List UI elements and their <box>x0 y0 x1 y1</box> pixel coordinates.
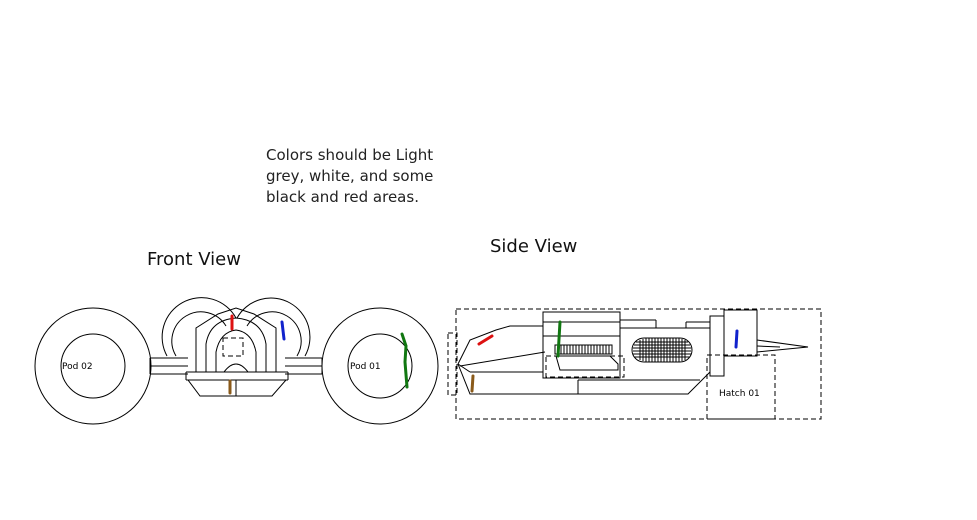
pod-right: Pod 01 <box>321 307 439 425</box>
color-note-line-1: Colors should be Light <box>266 146 434 164</box>
side-grille-small <box>554 344 613 355</box>
pod-left: Pod 02 <box>34 307 152 425</box>
marker-brown-side <box>470 374 475 393</box>
front-view-title: Front View <box>147 249 241 270</box>
side-outline-dashed <box>455 308 822 420</box>
color-note: Colors should be Light grey, white, and … <box>266 145 433 208</box>
marker-green-front <box>400 332 409 389</box>
color-note-line-3: black and red areas. <box>266 188 419 206</box>
side-view-title: Side View <box>490 236 578 257</box>
front-central-body <box>185 307 289 397</box>
pod-struts <box>149 357 323 375</box>
marker-blue-side <box>734 329 739 349</box>
side-hull <box>457 319 711 395</box>
rear-arches <box>161 297 311 357</box>
pod-left-label: Pod 02 <box>62 362 93 372</box>
pod-right-label: Pod 01 <box>350 362 381 372</box>
side-grille-small-ribs <box>557 345 610 354</box>
front-view-drawing: Pod 02 Pod 01 <box>34 297 439 425</box>
side-rear-block <box>709 309 809 377</box>
color-note-line-2: grey, white, and some <box>266 167 434 185</box>
marker-blue-front <box>280 320 286 341</box>
marker-red-side <box>477 334 494 346</box>
front-bumper-dashed <box>447 332 458 396</box>
hatch-dashed-box <box>706 354 776 420</box>
side-engine-vent <box>631 337 693 363</box>
hatch-label: Hatch 01 <box>719 389 760 399</box>
side-view-drawing: Hatch 01 <box>447 308 822 420</box>
side-mid-section <box>542 311 625 379</box>
marker-green-side <box>556 320 562 358</box>
